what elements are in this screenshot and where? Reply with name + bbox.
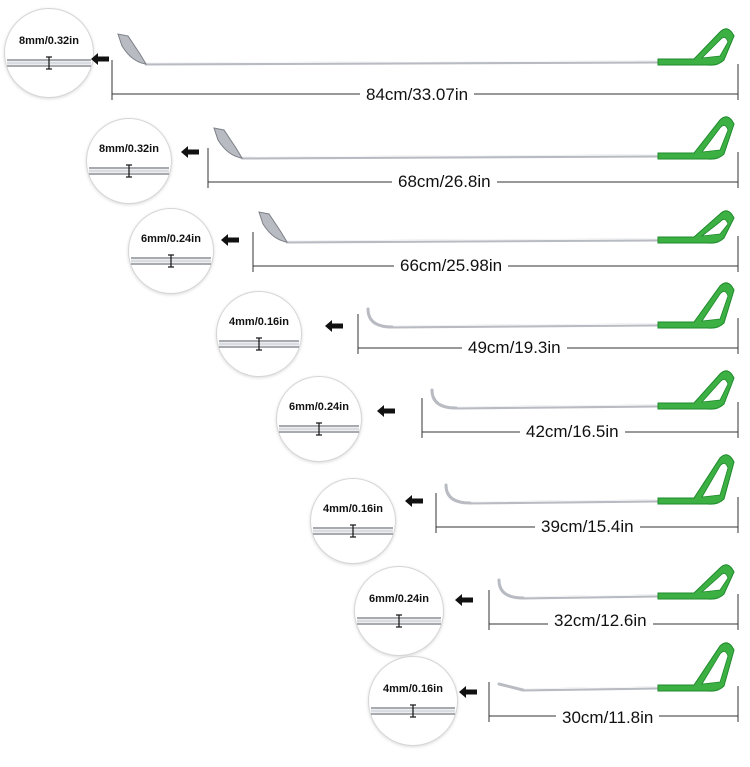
- length-label: 42cm/16.5in: [520, 422, 625, 442]
- arrow-left-icon: [377, 405, 395, 417]
- arrow-left-icon: [405, 495, 423, 507]
- arrow-left-icon: [455, 594, 473, 606]
- arrow-shape: [181, 146, 199, 158]
- arrow-left-icon: [181, 146, 199, 158]
- length-label: 66cm/25.98in: [394, 256, 509, 276]
- diameter-label: 6mm/0.24in: [289, 401, 349, 413]
- handle-loop-opening: [700, 379, 729, 403]
- rod-cross-section: [357, 614, 441, 628]
- rod-cross-section: [313, 524, 393, 538]
- rod-highlight: [455, 404, 659, 408]
- arrow-left-icon: [459, 686, 477, 698]
- hook-tip: [366, 307, 394, 329]
- rod-cross-section: [89, 164, 169, 178]
- hook-tip: [497, 578, 525, 600]
- diameter-label: 8mm/0.32in: [99, 143, 159, 155]
- rod-cross-section: [131, 254, 211, 268]
- rod-highlight: [241, 154, 659, 158]
- handle-loop-opening: [700, 37, 729, 59]
- rod-shaft: [285, 238, 660, 244]
- arrow-left-icon: [325, 320, 343, 332]
- handle-loop-opening: [701, 651, 729, 685]
- diameter-label: 6mm/0.24in: [369, 593, 429, 605]
- rod-cross-section: [371, 704, 455, 718]
- length-label: 68cm/26.8in: [392, 172, 497, 192]
- diameter-callout: 8mm/0.32in: [86, 118, 172, 204]
- rod-shaft: [144, 60, 660, 66]
- arrow-shape: [455, 594, 473, 606]
- diameter-callout: 4mm/0.16in: [310, 478, 396, 564]
- handle-loop-opening: [701, 291, 729, 322]
- blade-tip: [117, 33, 147, 65]
- arrow-shape: [459, 686, 477, 698]
- rod-shaft: [468, 499, 660, 505]
- length-label: 84cm/33.07in: [360, 85, 475, 105]
- hook-tip: [430, 388, 458, 410]
- rod-cross-section: [7, 56, 91, 70]
- rod-highlight: [391, 323, 659, 327]
- handle-loop-opening: [701, 125, 729, 153]
- diameter-label: 4mm/0.16in: [229, 316, 289, 328]
- arrow-shape: [325, 320, 343, 332]
- rod-shaft: [521, 686, 660, 692]
- diameter-callout: 4mm/0.16in: [216, 291, 302, 377]
- diameter-label: 4mm/0.16in: [323, 503, 383, 515]
- rod-highlight: [522, 594, 659, 598]
- blade-tip: [258, 211, 288, 243]
- green-handle: [657, 210, 735, 244]
- blade-tip: [213, 127, 243, 159]
- rod-shaft: [390, 323, 660, 329]
- hook-tip: [444, 483, 472, 505]
- angled-tip: [497, 682, 525, 692]
- diameter-callout: 6mm/0.24in: [128, 208, 214, 294]
- rod-highlight: [286, 238, 659, 242]
- length-label: 39cm/15.4in: [535, 517, 640, 537]
- rod-highlight: [469, 499, 659, 503]
- arrow-left-icon: [91, 53, 109, 65]
- handle-loop-opening: [700, 573, 729, 593]
- diameter-callout: 6mm/0.24in: [354, 566, 444, 656]
- diameter-label: 6mm/0.24in: [141, 233, 201, 245]
- length-label: 30cm/11.8in: [556, 708, 660, 728]
- rod-shaft: [454, 404, 660, 410]
- diameter-callout: 6mm/0.24in: [276, 376, 362, 462]
- arrow-shape: [405, 495, 423, 507]
- handle-loop-opening: [700, 219, 729, 237]
- rod-highlight: [522, 686, 659, 690]
- arrow-shape: [91, 53, 109, 65]
- diameter-label: 8mm/0.32in: [19, 35, 79, 47]
- diameter-callout: 4mm/0.16in: [368, 656, 458, 746]
- rod-shaft: [240, 154, 660, 160]
- diameter-label: 4mm/0.16in: [383, 683, 443, 695]
- length-label: 49cm/19.3in: [462, 338, 567, 358]
- rod-shaft: [521, 594, 660, 600]
- rod-cross-section: [219, 337, 299, 351]
- rod-cross-section: [279, 422, 359, 436]
- rod-highlight: [145, 60, 659, 64]
- length-label: 32cm/12.6in: [548, 611, 653, 631]
- arrow-left-icon: [221, 234, 239, 246]
- handle-loop-opening: [701, 463, 729, 498]
- arrow-shape: [221, 234, 239, 246]
- arrow-shape: [377, 405, 395, 417]
- diameter-callout: 8mm/0.32in: [4, 8, 94, 98]
